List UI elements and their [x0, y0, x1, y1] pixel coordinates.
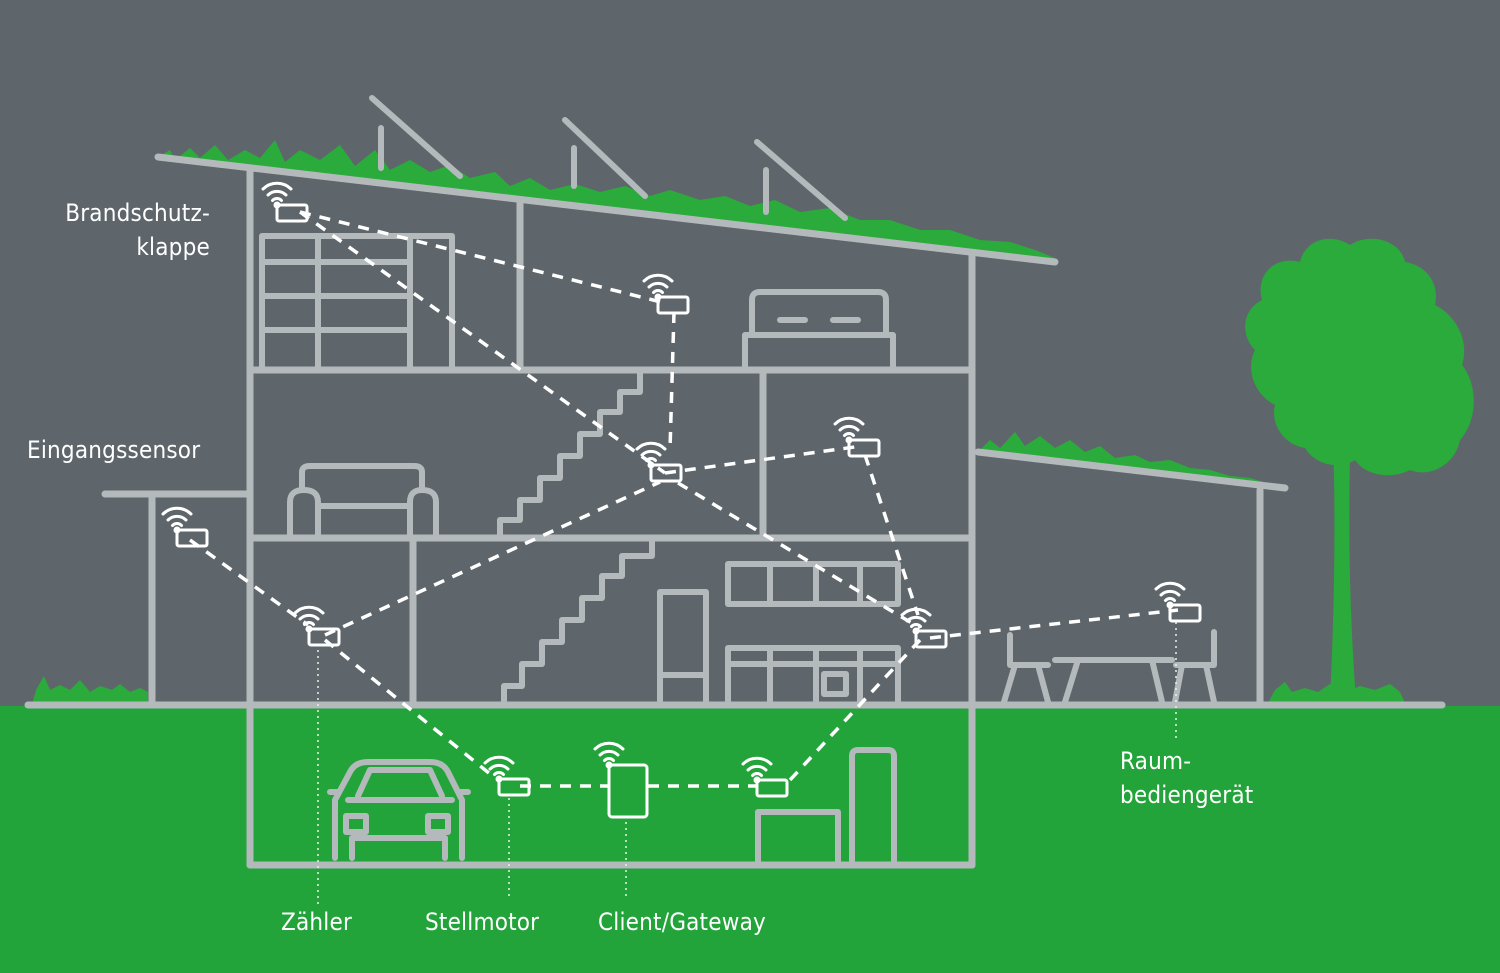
- label-line: Eingangssensor: [27, 436, 201, 464]
- wifi-sensor-icon: [900, 607, 948, 649]
- label-raumbediengeraet: Raum- bediengerät: [1120, 744, 1253, 812]
- label-line: bediengerät: [1120, 781, 1254, 809]
- label-zaehler: Zähler: [281, 905, 352, 939]
- tree: [1245, 238, 1474, 700]
- label-eingangssensor: Eingangssensor: [27, 433, 200, 467]
- label-line: Zähler: [281, 908, 353, 936]
- label-brandschutzklappe: Brandschutz- klappe: [40, 196, 210, 264]
- wifi-sensor-icon: [635, 441, 683, 483]
- wifi-sensor-icon: [261, 181, 309, 223]
- label-line: Raum-: [1120, 747, 1192, 775]
- wifi-sensor-icon: [642, 273, 690, 315]
- label-line: klappe: [136, 233, 210, 261]
- wifi-gateway-icon: [593, 741, 649, 819]
- devices: [161, 181, 1202, 819]
- label-line: Stellmotor: [425, 908, 540, 936]
- wifi-sensor-icon: [293, 605, 341, 647]
- house-structure: [24, 95, 1446, 869]
- label-line: Brandschutz-: [65, 199, 210, 227]
- wifi-sensor-icon: [161, 506, 209, 548]
- wifi-sensor-icon: [833, 416, 881, 458]
- wifi-sensor-icon: [1154, 581, 1202, 623]
- network-links: [188, 210, 1179, 788]
- leader-lines: [317, 622, 1177, 905]
- label-line: Client/Gateway: [598, 908, 766, 936]
- label-gateway: Client/Gateway: [598, 905, 766, 939]
- wifi-sensor-icon: [483, 755, 531, 797]
- label-stellmotor: Stellmotor: [425, 905, 539, 939]
- wifi-sensor-icon: [741, 756, 789, 798]
